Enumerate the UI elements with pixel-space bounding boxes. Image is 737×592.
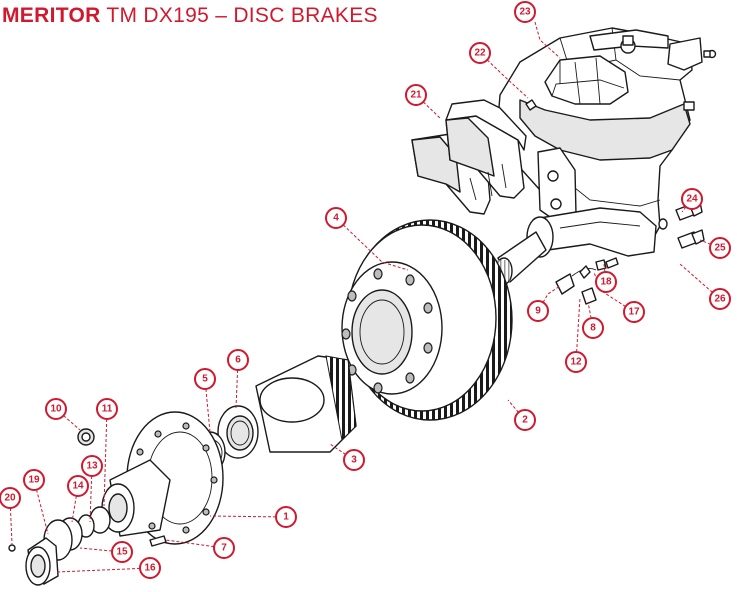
svg-text:11: 11 bbox=[102, 404, 113, 415]
svg-text:24: 24 bbox=[686, 194, 698, 205]
callout-19: 19 bbox=[23, 469, 45, 491]
callout-12: 12 bbox=[565, 351, 587, 373]
callout-3: 3 bbox=[343, 449, 365, 471]
wheel-hub bbox=[101, 411, 224, 545]
svg-text:7: 7 bbox=[221, 543, 227, 554]
svg-text:5: 5 bbox=[202, 374, 208, 385]
callout-11: 11 bbox=[96, 398, 118, 420]
svg-text:22: 22 bbox=[474, 48, 486, 59]
hub-nuts-washers bbox=[43, 428, 167, 561]
brake-pads bbox=[411, 99, 527, 215]
svg-text:19: 19 bbox=[28, 475, 40, 486]
svg-text:4: 4 bbox=[333, 213, 339, 224]
callout-5: 5 bbox=[194, 368, 216, 390]
svg-text:2: 2 bbox=[522, 415, 528, 426]
callout-9: 9 bbox=[527, 300, 549, 322]
svg-text:13: 13 bbox=[86, 461, 98, 472]
callout-7: 7 bbox=[213, 537, 235, 559]
svg-text:17: 17 bbox=[628, 307, 640, 318]
sensor-clip-parts bbox=[555, 257, 619, 305]
svg-text:26: 26 bbox=[714, 294, 726, 305]
callout-1: 1 bbox=[275, 506, 297, 528]
hub-cap bbox=[8, 537, 59, 586]
callout-24: 24 bbox=[681, 188, 703, 210]
svg-text:1: 1 bbox=[283, 512, 289, 523]
svg-text:10: 10 bbox=[50, 404, 62, 415]
svg-text:18: 18 bbox=[600, 277, 612, 288]
callout-20: 20 bbox=[0, 487, 21, 509]
svg-text:9: 9 bbox=[535, 306, 541, 317]
callout-10: 10 bbox=[45, 398, 67, 420]
svg-text:15: 15 bbox=[116, 547, 128, 558]
svg-text:21: 21 bbox=[410, 90, 422, 101]
spindle-axle bbox=[495, 207, 657, 285]
diagram-subtitle: TM DX195 – DISC BRAKES bbox=[100, 4, 378, 27]
callout-13: 13 bbox=[81, 455, 103, 477]
callout-18: 18 bbox=[595, 271, 617, 293]
callout-23: 23 bbox=[514, 1, 536, 23]
callout-14: 14 bbox=[67, 475, 89, 497]
callout-2: 2 bbox=[514, 409, 536, 431]
hub-seal bbox=[255, 355, 357, 453]
callout-8: 8 bbox=[582, 317, 604, 339]
caliper-housing bbox=[497, 27, 703, 253]
callout-26: 26 bbox=[709, 288, 731, 310]
svg-text:6: 6 bbox=[235, 355, 241, 366]
svg-text:25: 25 bbox=[714, 243, 726, 254]
brand-name: MERITOR bbox=[2, 4, 101, 27]
brake-rotor bbox=[341, 219, 513, 421]
callout-17: 17 bbox=[623, 301, 645, 323]
diagram-title: MERITOR TM DX195 – DISC BRAKES bbox=[2, 4, 378, 28]
callout-6: 6 bbox=[227, 349, 249, 371]
svg-text:16: 16 bbox=[144, 563, 156, 574]
svg-text:12: 12 bbox=[570, 357, 582, 368]
callout-25: 25 bbox=[709, 237, 731, 259]
svg-text:23: 23 bbox=[519, 7, 531, 18]
svg-text:3: 3 bbox=[351, 455, 357, 466]
svg-text:14: 14 bbox=[72, 481, 84, 492]
callout-4: 4 bbox=[325, 207, 347, 229]
callout-15: 15 bbox=[111, 541, 133, 563]
callout-16: 16 bbox=[139, 557, 161, 579]
callout-21: 21 bbox=[405, 84, 427, 106]
svg-text:8: 8 bbox=[590, 323, 596, 334]
callout-22: 22 bbox=[469, 42, 491, 64]
svg-text:20: 20 bbox=[4, 493, 16, 504]
